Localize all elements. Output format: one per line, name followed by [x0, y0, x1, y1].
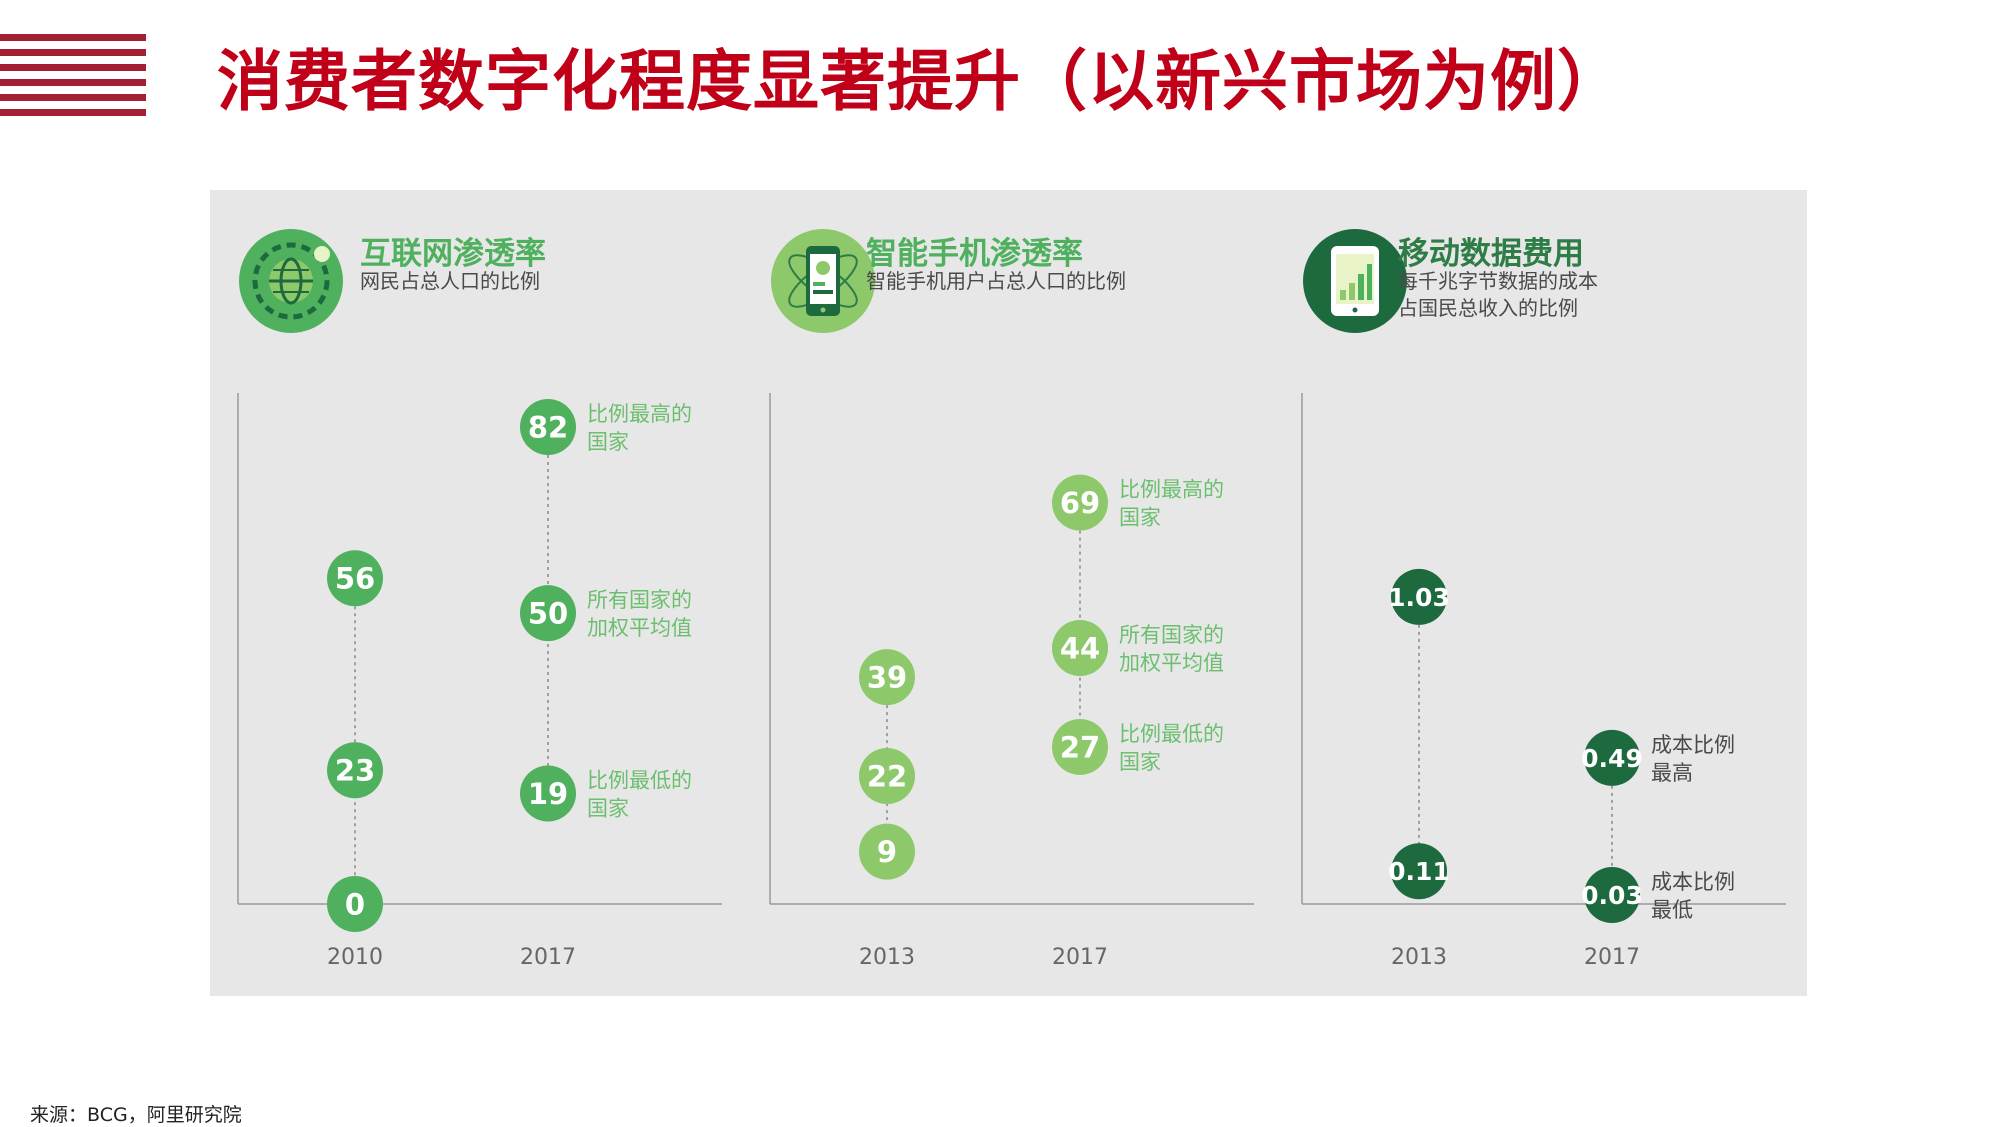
chart-subtitle-line-1: 每千兆字节数据的成本	[1398, 269, 1598, 293]
data-point	[859, 748, 915, 805]
x-tick-label: 2017	[520, 945, 576, 970]
chart-mobile-data-cost: 移动数据费用 每千兆字节数据的成本 占国民总收入的比例 0.11 1.03 0.03…	[1274, 190, 1806, 996]
data-label: 56	[335, 562, 375, 596]
data-point	[1052, 620, 1108, 677]
data-label: 39	[867, 661, 907, 695]
annotation-text: 成本比例	[1651, 870, 1735, 894]
data-point	[859, 649, 915, 706]
annotation-text: 最低	[1651, 898, 1693, 922]
data-label: 0.11	[1388, 857, 1450, 886]
annotation-text: 比例最低的	[587, 768, 692, 792]
data-point	[520, 765, 576, 822]
annotation-text: 国家	[587, 430, 629, 454]
header-stripes	[0, 34, 146, 116]
data-point	[1052, 474, 1108, 531]
data-point	[1391, 568, 1447, 625]
annotation-text: 成本比例	[1651, 733, 1735, 757]
x-tick-label: 2010	[327, 945, 383, 970]
smartphone-icon	[771, 229, 875, 333]
x-tick-label: 2013	[859, 945, 915, 970]
chart-title: 移动数据费用	[1398, 236, 1584, 272]
chart-title: 智能手机渗透率	[866, 236, 1083, 272]
data-label: 0.03	[1581, 881, 1643, 910]
source-note: 来源：BCG，阿里研究院	[30, 1104, 242, 1126]
annotation-text: 最高	[1651, 761, 1693, 785]
data-point	[1584, 729, 1640, 786]
data-label: 0	[345, 887, 365, 921]
data-point	[1391, 843, 1447, 900]
annotation-text: 国家	[1119, 750, 1161, 774]
tablet-chart-icon	[1303, 229, 1407, 333]
data-label: 44	[1060, 631, 1100, 665]
annotation-text: 所有国家的	[1119, 623, 1224, 647]
chart-subtitle-line-1: 网民占总人口的比例	[360, 269, 540, 293]
data-label: 19	[528, 777, 568, 811]
chart-title: 互联网渗透率	[360, 236, 546, 272]
data-point	[520, 399, 576, 455]
data-point	[327, 550, 383, 607]
data-point	[1584, 867, 1640, 924]
chart-subtitle-line-1: 智能手机用户占总人口的比例	[866, 269, 1126, 293]
data-point	[327, 876, 383, 932]
annotation-text: 国家	[587, 796, 629, 820]
annotation-text: 加权平均值	[1119, 651, 1224, 675]
chart-subtitle-line-2: 占国民总收入的比例	[1398, 296, 1578, 320]
globe-icon	[239, 229, 343, 333]
annotation-text: 比例最高的	[1119, 478, 1224, 502]
data-label: 9	[877, 835, 897, 869]
data-label: 1.03	[1388, 583, 1450, 612]
data-label: 23	[335, 754, 375, 788]
annotation-text: 所有国家的	[587, 588, 692, 612]
chart-internet: 互联网渗透率 网民占总人口的比例 0 23 56 19 50 82 2010 2017 比例最高…	[210, 190, 742, 996]
chart-smartphone: 智能手机渗透率 智能手机用户占总人口的比例 9 22 39 27 44 69 2013 201…	[742, 190, 1274, 996]
data-point	[520, 585, 576, 642]
data-label: 22	[867, 759, 907, 793]
annotation-text: 加权平均值	[587, 616, 692, 640]
annotation-text: 国家	[1119, 506, 1161, 530]
page-title: 消费者数字化程度显著提升（以新兴市场为例）	[217, 43, 1624, 120]
data-point	[859, 823, 915, 880]
annotation-text: 比例最低的	[1119, 722, 1224, 746]
x-tick-label: 2017	[1052, 945, 1108, 970]
data-label: 69	[1060, 486, 1100, 520]
annotation-text: 比例最高的	[587, 402, 692, 426]
data-point	[1052, 718, 1108, 775]
data-point	[327, 742, 383, 799]
infographic-panel: 互联网渗透率 网民占总人口的比例 0 23 56 19 50 82 2010 2017 比例最高…	[210, 190, 1807, 996]
x-tick-label: 2017	[1584, 945, 1640, 970]
data-label: 27	[1060, 730, 1100, 764]
data-label: 50	[528, 597, 568, 631]
x-tick-label: 2013	[1391, 945, 1447, 970]
data-label: 0.49	[1581, 744, 1643, 773]
data-label: 82	[528, 410, 568, 444]
